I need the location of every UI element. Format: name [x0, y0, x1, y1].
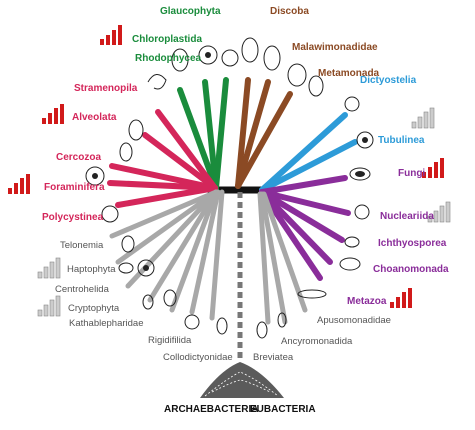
label-chloroplastida: Chloroplastida	[132, 34, 202, 45]
branches-gray	[109, 189, 308, 325]
label-nucleariida: Nucleariida	[380, 211, 434, 222]
bar-haptophyta-1	[37, 271, 43, 279]
bar-fungi-2	[428, 167, 432, 178]
label-metazoa: Metazoa	[347, 296, 387, 307]
bar-alveolata-3	[54, 108, 58, 124]
bar-nucleariida-1	[427, 215, 433, 223]
bar-fungi-3	[434, 162, 438, 178]
bar-alveolata-1	[42, 118, 46, 124]
branches-sar	[107, 109, 218, 208]
bar-foraminifera-1	[8, 188, 12, 194]
organism-sketches	[85, 37, 374, 339]
bar-fungi-1	[422, 172, 426, 178]
branches-opisthokonta	[259, 175, 351, 281]
branches-excavata	[235, 77, 293, 189]
branches-archaeplastida	[177, 77, 229, 191]
label-eubacteria: EUBACTERIA	[250, 404, 316, 415]
label-alveolata: Alveolata	[72, 112, 117, 123]
label-ancyromonadida: Ancyromonadida	[281, 336, 353, 347]
label-metamonada: Metamonada	[318, 68, 380, 79]
bar-chloroplastida-2	[106, 35, 110, 45]
label-archaebacteria: ARCHAEBACTERIA	[164, 404, 258, 415]
bar-cryptophyta-2	[43, 304, 49, 317]
bar-fungi-4	[440, 158, 444, 178]
bar-haptophyta-4	[55, 257, 61, 279]
bar-cryptophyta-3	[49, 299, 55, 317]
label-choanomonada: Choanomonada	[373, 264, 449, 275]
bar-metazoa-1	[390, 302, 394, 308]
bar-nucleariida-2	[433, 210, 439, 223]
bar-dictyostelia-1	[411, 121, 417, 129]
label-foraminifera: Foraminifera	[44, 182, 105, 193]
label-breviatea: Breviatea	[253, 352, 294, 363]
label-fungi: Fungi	[398, 168, 425, 179]
bar-cryptophyta-4	[55, 295, 61, 317]
bar-metazoa-3	[402, 292, 406, 308]
bar-cryptophyta-1	[37, 309, 43, 317]
bar-metazoa-4	[408, 288, 412, 308]
bar-dictyostelia-2	[417, 116, 423, 129]
label-discoba: Discoba	[270, 6, 309, 17]
bar-haptophyta-2	[43, 266, 49, 279]
bar-chloroplastida-1	[100, 39, 104, 45]
label-glaucophyta: Glaucophyta	[160, 6, 221, 17]
label-tubulinea: Tubulinea	[378, 135, 425, 146]
label-kathablepharidae: Kathablepharidae	[69, 318, 143, 329]
bar-alveolata-2	[48, 113, 52, 124]
label-cercozoa: Cercozoa	[56, 152, 101, 163]
bar-nucleariida-3	[439, 205, 445, 223]
label-rhodophycea: Rhodophycea	[135, 53, 202, 64]
label-collodictyonidae: Collodictyonidae	[163, 352, 233, 363]
label-polycystinea: Polycystinea	[42, 212, 104, 223]
bar-alveolata-4	[60, 104, 64, 124]
branches-amoebozoa	[259, 112, 358, 193]
bar-haptophyta-3	[49, 261, 55, 279]
label-cryptophyta: Cryptophyta	[68, 303, 120, 314]
label-centrohelida: Centrohelida	[55, 284, 110, 295]
label-dictyostelia: Dictyostelia	[360, 75, 417, 86]
label-haptophyta: Haptophyta	[67, 264, 116, 275]
label-malawimonadidae: Malawimonadidae	[292, 42, 378, 53]
bacteria-mound	[200, 362, 284, 398]
label-telonemia: Telonemia	[60, 240, 104, 251]
bar-foraminifera-2	[14, 183, 18, 194]
bar-chloroplastida-4	[118, 25, 122, 45]
label-rigidifilida: Rigidifilida	[148, 335, 192, 346]
bar-dictyostelia-4	[429, 107, 435, 129]
label-apusomonadidae: Apusomonadidae	[317, 315, 391, 326]
bar-dictyostelia-3	[423, 111, 429, 129]
bar-nucleariida-4	[445, 201, 451, 223]
label-ichthyosporea: Ichthyosporea	[378, 238, 447, 249]
label-stramenopila: Stramenopila	[74, 83, 138, 94]
bar-foraminifera-3	[20, 178, 24, 194]
bar-chloroplastida-3	[112, 30, 116, 45]
bar-metazoa-2	[396, 297, 400, 308]
bar-foraminifera-4	[26, 174, 30, 194]
abundance-bar-charts	[8, 25, 451, 317]
organism-fills	[92, 52, 368, 271]
